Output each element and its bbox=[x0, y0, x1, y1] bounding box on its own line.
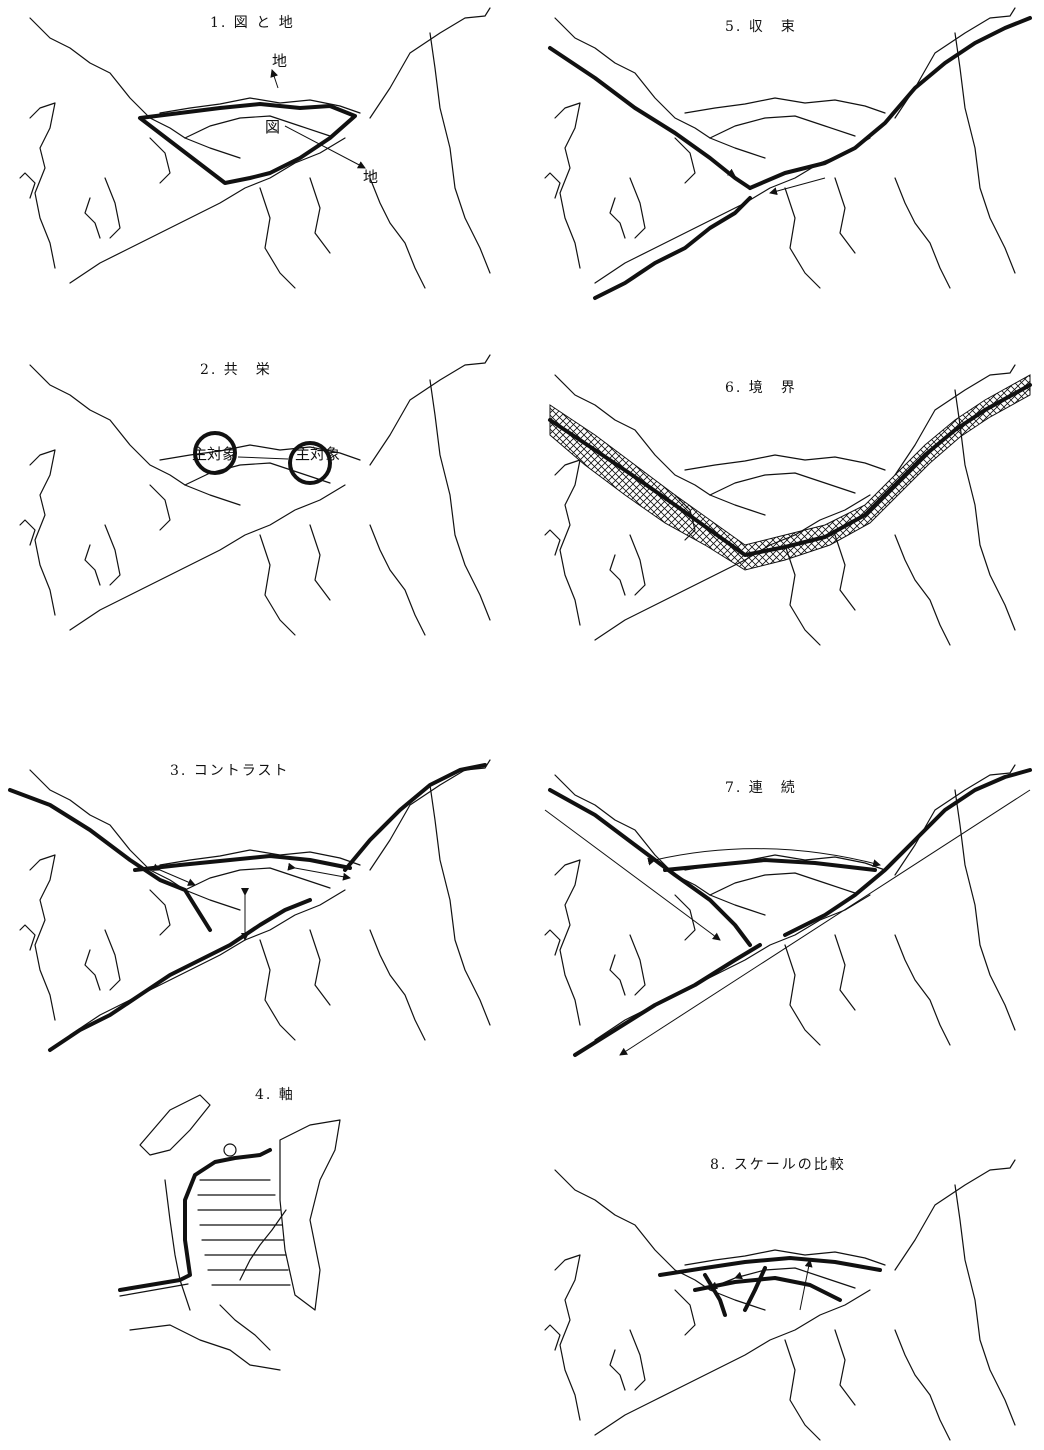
contrast-mid-ridge bbox=[135, 856, 350, 870]
converging-ridge-right bbox=[750, 18, 1030, 188]
label-figure: 図 bbox=[265, 118, 280, 136]
panel-scale-comparison: 8. スケールの比較 bbox=[535, 1160, 1035, 1450]
control-tower bbox=[224, 1144, 236, 1156]
landscape-sketch bbox=[535, 365, 1035, 665]
ground-arrow-top bbox=[272, 70, 278, 88]
panel-figure-ground: 1. 図 と 地 地 図 地 bbox=[10, 8, 510, 308]
landscape-sketch bbox=[10, 760, 510, 1060]
continuity-mid-ridge bbox=[665, 860, 875, 870]
label-subject-right: 主対象 bbox=[295, 445, 340, 463]
contrast-ridge-right bbox=[345, 765, 485, 870]
dam-sketch bbox=[110, 1080, 410, 1380]
continuity-ridge-right bbox=[785, 770, 1030, 935]
figure-region-outline bbox=[140, 104, 355, 183]
convergence-arrow-left bbox=[695, 148, 735, 176]
converging-ridge-left bbox=[550, 48, 750, 188]
label-ground-top: 地 bbox=[272, 52, 287, 70]
label-subject-left: 主対象 bbox=[192, 445, 237, 463]
panel-coexistence: 2. 共 栄 主対象 主対象 bbox=[10, 355, 510, 655]
panel-axis: 4. 軸 bbox=[110, 1080, 410, 1380]
landscape-sketch bbox=[535, 765, 1035, 1065]
boundary-hatched-band bbox=[550, 375, 1030, 570]
convergence-arrow-right bbox=[770, 178, 825, 193]
continuity-arrow-long bbox=[620, 790, 1030, 1055]
landscape-sketch: 主対象 主対象 bbox=[10, 355, 510, 655]
panel-boundary: 6. 境 界 bbox=[535, 365, 1035, 665]
landscape-sketch bbox=[535, 1160, 1035, 1450]
dam-axis-line bbox=[120, 1150, 270, 1290]
label-ground-right: 地 bbox=[363, 168, 378, 186]
continuity-arrow-left bbox=[545, 810, 720, 940]
converging-valley-floor bbox=[595, 198, 750, 298]
landscape-sketch: 地 図 地 bbox=[10, 8, 510, 308]
continuity-ridge-left bbox=[550, 790, 750, 945]
scale-ridge-spurs bbox=[705, 1268, 765, 1315]
panel-contrast: 3. コントラスト bbox=[10, 760, 510, 1060]
subject-link-line bbox=[238, 457, 288, 459]
continuity-valley-floor bbox=[575, 945, 760, 1055]
panel-convergence: 5. 収 束 bbox=[535, 8, 1035, 308]
scale-ridge-top bbox=[660, 1258, 880, 1275]
panel-continuity: 7. 連 続 bbox=[535, 765, 1035, 1065]
landscape-sketch bbox=[535, 8, 1035, 308]
contrast-arrow-right bbox=[295, 868, 350, 878]
